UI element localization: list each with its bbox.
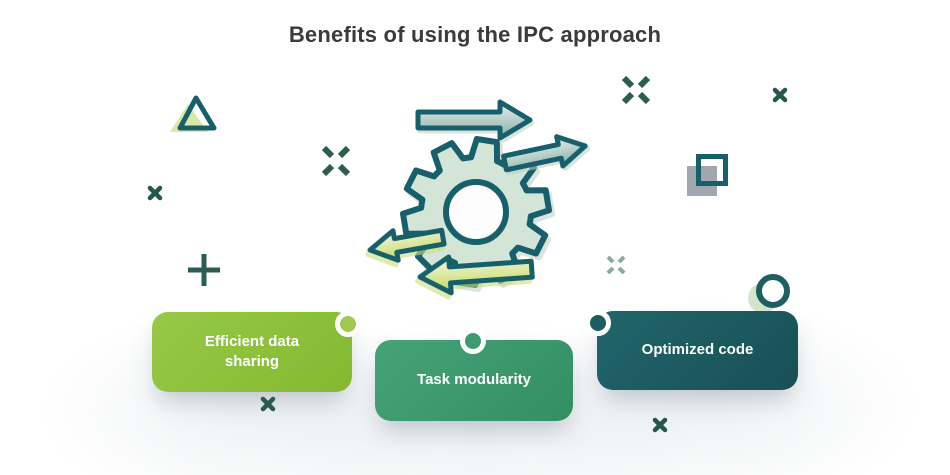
benefit-card-efficient-data-sharing: Efficient data sharing (152, 312, 352, 392)
triangle-icon (170, 95, 217, 132)
small-x-icon (772, 87, 788, 103)
small-x-icon (652, 417, 668, 433)
x-cross-icon (621, 75, 651, 105)
arrow-right-small-icon (501, 134, 588, 173)
small-x-icon (260, 396, 276, 412)
arrow-left-large-icon (417, 254, 535, 296)
card-corner-dot-icon (335, 311, 361, 337)
arrow-right-large-icon (415, 99, 533, 141)
gear-with-arrows-illustration (367, 99, 588, 296)
page-title: Benefits of using the IPC approach (288, 22, 662, 47)
card-corner-dot-icon (460, 328, 486, 354)
arrow-left-small-icon (367, 227, 447, 263)
small-x-icon (147, 185, 163, 201)
square-icon (696, 154, 728, 186)
ring-icon (756, 274, 790, 308)
x-cross-icon (321, 145, 351, 177)
plus-icon (188, 254, 220, 286)
card-corner-dot-icon (585, 310, 611, 336)
benefit-card-label: Task modularity (417, 371, 531, 389)
benefit-card-label: Efficient data sharing (204, 332, 300, 370)
benefit-card-optimized-code: Optimized code (597, 311, 798, 390)
benefit-card-label: Optimized code (641, 341, 754, 359)
light-x-cross-icon (606, 255, 626, 275)
